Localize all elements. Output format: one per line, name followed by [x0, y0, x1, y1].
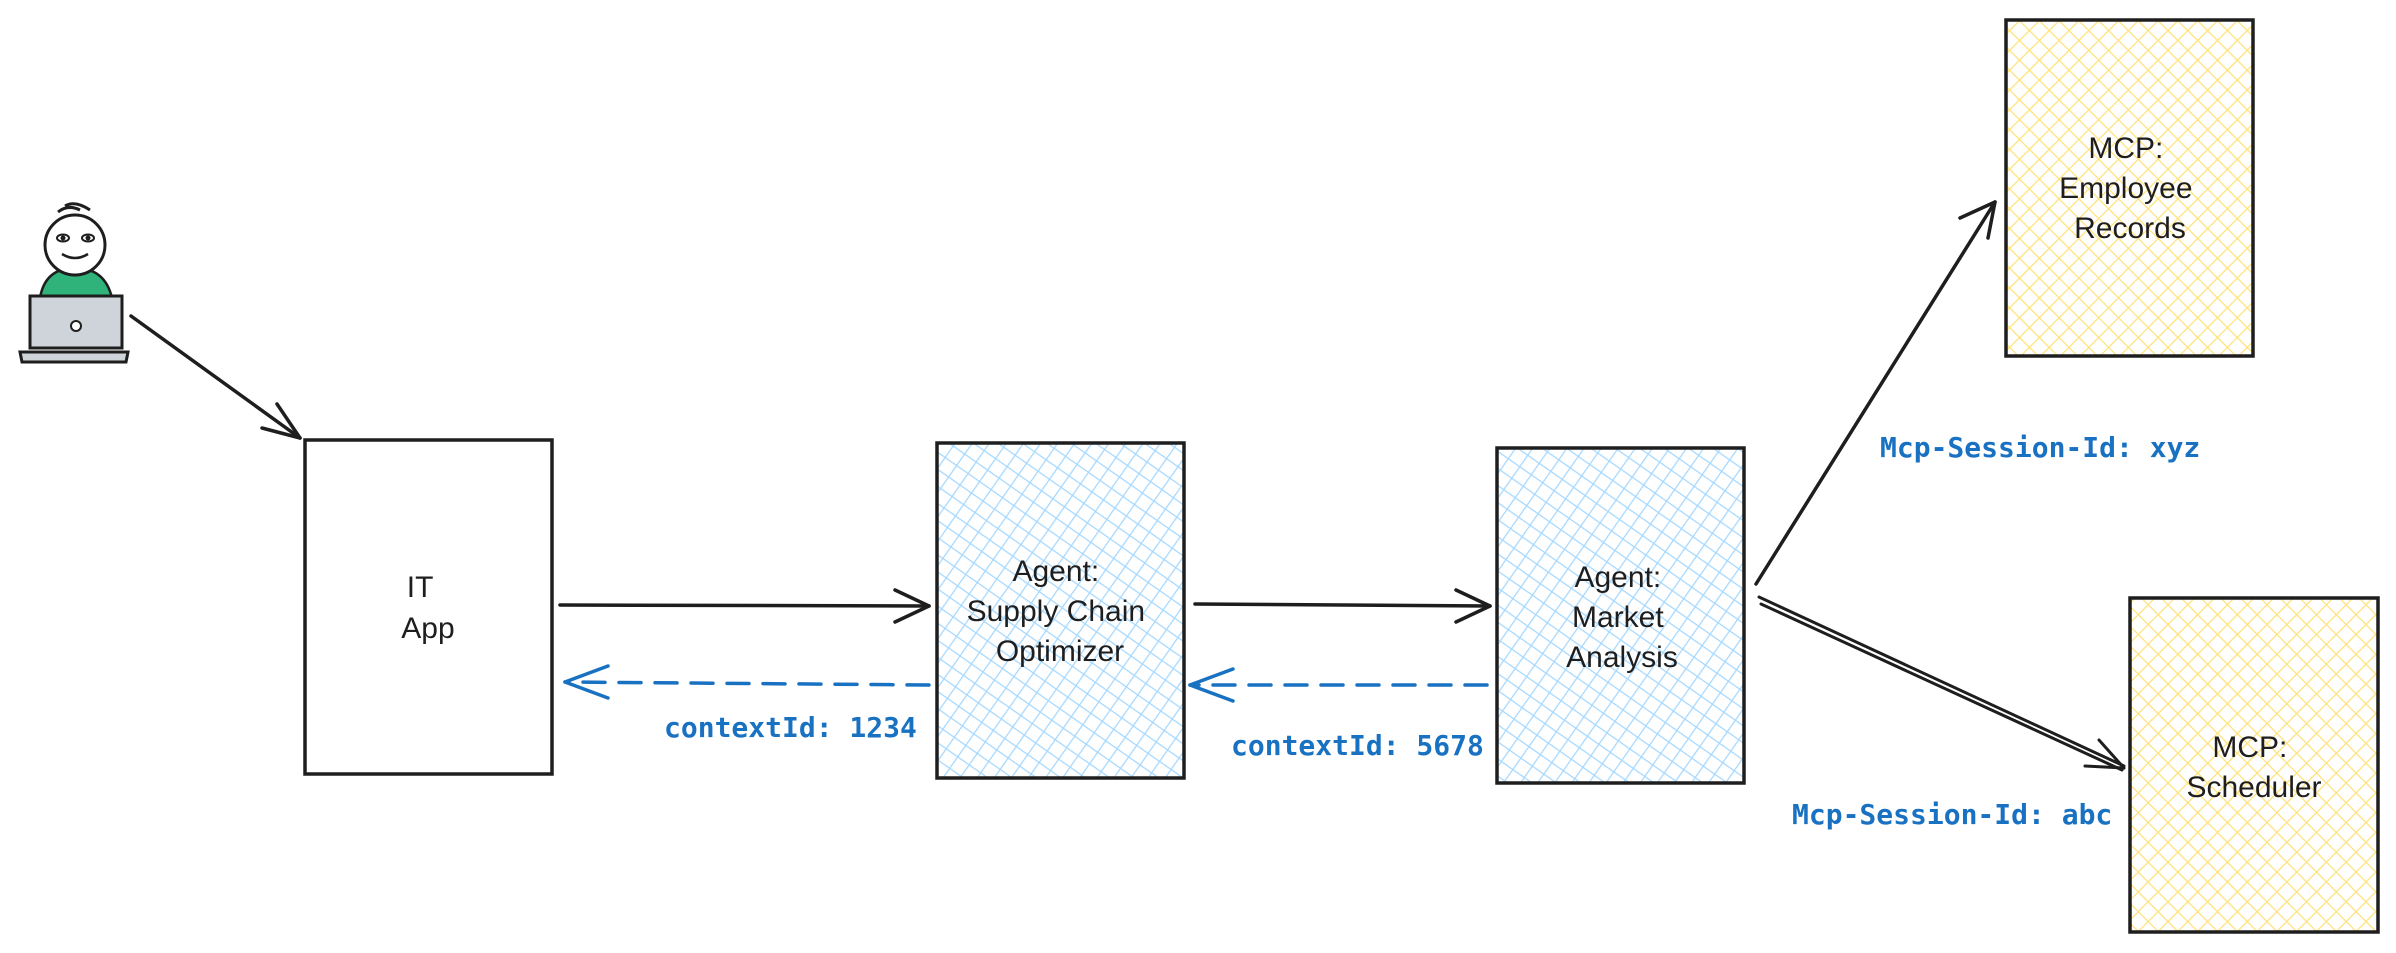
it-app-line-1: IT: [407, 571, 433, 604]
scheduler-line-1: MCP:: [2212, 731, 2287, 764]
employee-records-line-3: Records: [2074, 212, 2186, 245]
supply-chain-agent-label: Agent: Supply Chain Optimizer: [967, 555, 1154, 668]
mcp-scheduler-box: MCP: Scheduler: [2128, 596, 2380, 934]
mcp-session-id-abc-label: Mcp-Session-Id: abc: [1792, 798, 2112, 831]
arrow-user-to-it-app: [129, 314, 302, 440]
mcp-session-id-xyz-label: Mcp-Session-Id: xyz: [1880, 431, 2200, 464]
it-app-label: IT App: [401, 571, 454, 645]
return-arrow-market-analysis-to-supply-chain: [1188, 667, 1489, 703]
arrow-supply-chain-to-market-analysis: [1193, 588, 1492, 624]
market-analysis-line-1: Agent:: [1574, 561, 1661, 594]
mcp-employee-records-box: MCP: Employee Records: [2004, 18, 2255, 358]
employee-records-line-1: MCP:: [2088, 132, 2163, 165]
supply-chain-agent-box: Agent: Supply Chain Optimizer: [935, 441, 1186, 780]
arrow-it-app-to-supply-chain: [558, 588, 931, 624]
context-id-1234-label: contextId: 1234: [664, 711, 917, 744]
mcp-scheduler-label: MCP: Scheduler: [2186, 731, 2321, 804]
supply-chain-line-3: Optimizer: [996, 635, 1124, 668]
supply-chain-line-2: Supply Chain: [967, 595, 1145, 628]
arrow-market-analysis-to-scheduler: [1757, 595, 2126, 772]
return-arrow-supply-chain-to-it-app: [563, 664, 931, 700]
market-analysis-agent-label: Agent: Market Analysis: [1566, 561, 1678, 674]
it-app-line-2: App: [401, 612, 454, 645]
context-id-5678-label: contextId: 5678: [1231, 729, 1484, 762]
market-analysis-agent-box: Agent: Market Analysis: [1495, 446, 1746, 785]
supply-chain-line-1: Agent:: [1012, 555, 1099, 588]
it-app-box: IT App: [303, 438, 554, 776]
scheduler-line-2: Scheduler: [2186, 771, 2321, 804]
market-analysis-line-3: Analysis: [1566, 641, 1678, 674]
mcp-employee-records-label: MCP: Employee Records: [2059, 132, 2201, 245]
employee-records-line-2: Employee: [2059, 172, 2192, 205]
market-analysis-line-2: Market: [1572, 601, 1664, 634]
arrow-market-analysis-to-employee-records: [1754, 200, 1997, 586]
user-at-laptop-icon: [18, 202, 130, 364]
